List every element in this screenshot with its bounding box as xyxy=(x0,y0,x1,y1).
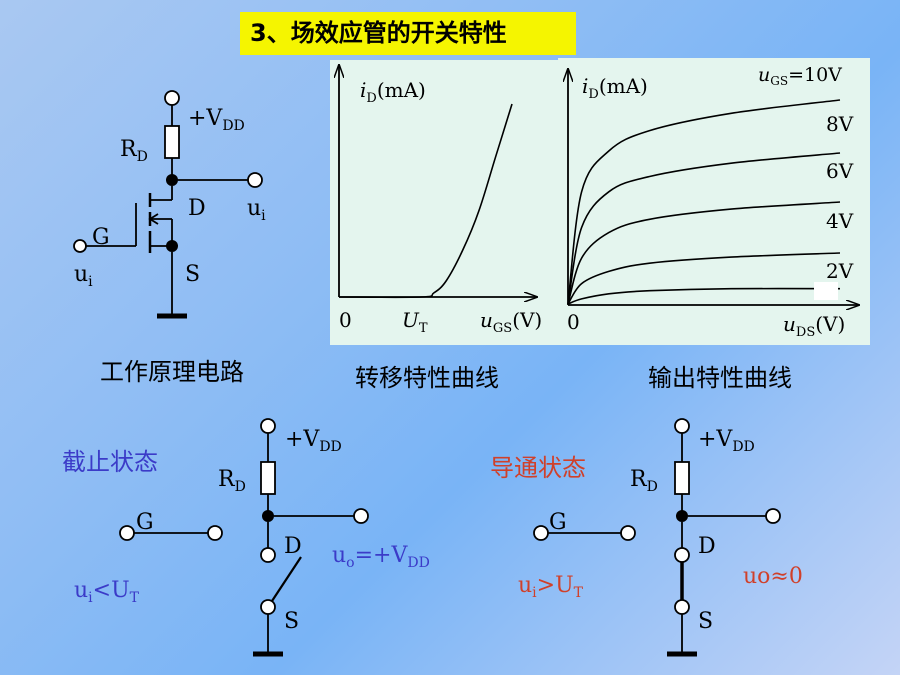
svg-text:uDS(V): uDS(V) xyxy=(783,312,845,340)
source-label: S xyxy=(185,262,200,287)
cutoff-circuit xyxy=(119,418,369,657)
label-patch xyxy=(814,282,838,300)
circuit-caption: 工作原理电路 xyxy=(100,358,244,386)
svg-text:+VDD: +VDD xyxy=(285,427,342,455)
svg-text:iD(mA): iD(mA) xyxy=(582,74,648,102)
svg-text:S: S xyxy=(284,609,299,634)
svg-text:ui: ui xyxy=(247,196,266,224)
conduct-color-text: uo≈0 ui>UT xyxy=(518,564,803,601)
curve-label-2v: 2V xyxy=(826,259,854,283)
cutoff-output-value: u xyxy=(332,543,346,568)
output-curve-10v xyxy=(567,99,841,305)
svg-text:S: S xyxy=(698,609,713,634)
svg-text:RD: RD xyxy=(630,467,658,495)
cutoff-color-text: uo=+VDD ui<UT xyxy=(74,543,430,606)
svg-text:uGS=10V: uGS=10V xyxy=(758,64,842,88)
rd-resistor xyxy=(164,125,180,159)
output-caption: 输出特性曲线 xyxy=(648,364,792,392)
transfer-ylabel: i xyxy=(360,78,366,102)
output-curve-8v xyxy=(567,152,841,305)
output-curve-6v xyxy=(567,201,841,305)
svg-text:ui>UT: ui>UT xyxy=(518,573,584,601)
main-circuit xyxy=(73,90,263,319)
transfer-origin-label: 0 xyxy=(339,308,352,332)
svg-text:+VDD: +VDD xyxy=(188,106,245,134)
rd-label: R xyxy=(120,137,138,162)
ut-label: U xyxy=(402,308,420,332)
curve-label-8v: 8V xyxy=(826,112,854,136)
svg-text:ui: ui xyxy=(74,262,93,290)
output-curve-4v xyxy=(567,252,841,305)
output-ylabel: i xyxy=(582,74,588,98)
cutoff-condition: u xyxy=(74,578,88,603)
main-circuit-labels: +VDD RD D G S ui ui xyxy=(74,106,266,290)
curve-label-4v: 4V xyxy=(826,209,854,233)
slide-title: 3、场效应管的开关特性 xyxy=(240,12,576,55)
open-switch xyxy=(271,556,302,602)
conduct-labels: +VDD RD G D S xyxy=(549,427,755,634)
drain-label: D xyxy=(188,196,206,221)
svg-text:RD: RD xyxy=(218,467,246,495)
input-label: u xyxy=(74,262,88,287)
svg-text:G: G xyxy=(549,510,567,535)
output-curve-2v xyxy=(567,287,841,305)
svg-text:G: G xyxy=(136,510,154,535)
cutoff-state-label: 截止状态 xyxy=(62,448,158,476)
transfer-curve-0 xyxy=(338,103,513,299)
output-terminal xyxy=(247,172,263,188)
gate-label: G xyxy=(92,225,110,250)
output-origin-label: 0 xyxy=(567,310,580,334)
svg-text:+VDD: +VDD xyxy=(698,427,755,455)
output-xlabel: u xyxy=(783,312,796,336)
gate-terminal xyxy=(73,239,87,253)
transfer-xlabel: u xyxy=(480,308,493,332)
conduct-condition: u xyxy=(518,573,532,598)
svg-text:RD: RD xyxy=(120,137,148,165)
svg-text:uo=+VDD: uo=+VDD xyxy=(332,543,430,571)
ugs-label: u xyxy=(758,64,770,86)
conduct-circuit xyxy=(533,418,781,657)
vdd-terminal xyxy=(164,90,180,106)
conduct-output-value: uo≈0 xyxy=(743,564,803,589)
drain-node xyxy=(166,174,178,186)
svg-text:D: D xyxy=(698,534,716,559)
svg-text:D: D xyxy=(284,534,302,559)
curve-label-6v: 6V xyxy=(826,159,854,183)
svg-text:UT: UT xyxy=(402,308,428,336)
cutoff-labels: +VDD RD G D S xyxy=(136,427,342,634)
output-chart: iD(mA) uGS=10V 8V 6V 4V 2V 0 uDS(V) xyxy=(567,64,858,340)
svg-text:iD(mA): iD(mA) xyxy=(360,78,426,106)
output-label: u xyxy=(247,196,261,221)
vdd-label: +V xyxy=(188,106,223,131)
conduct-state-label: 导通状态 xyxy=(490,454,586,482)
transfer-caption: 转移特性曲线 xyxy=(355,364,499,392)
transfer-chart: iD(mA) 0 UT uGS(V) xyxy=(339,66,542,336)
svg-text:uGS(V): uGS(V) xyxy=(480,308,542,336)
svg-text:ui<UT: ui<UT xyxy=(74,578,140,606)
